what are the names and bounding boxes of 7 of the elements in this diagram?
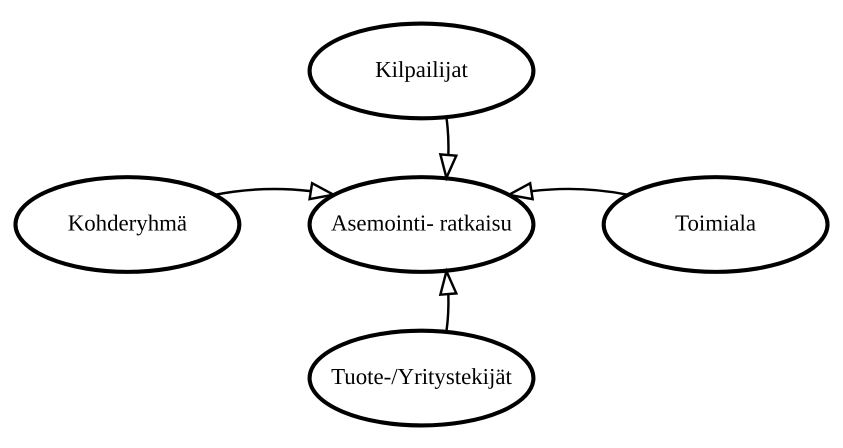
arrow [438, 116, 458, 181]
node-ellipse: Kohderyhmä [13, 174, 242, 274]
node-ellipse: Tuote-/Yritystekijät [308, 328, 536, 427]
arrow [438, 267, 458, 332]
arrow [505, 180, 628, 200]
node-ellipse: Kilpailijat [308, 21, 536, 120]
node-ellipse: Toimiala [602, 174, 830, 274]
